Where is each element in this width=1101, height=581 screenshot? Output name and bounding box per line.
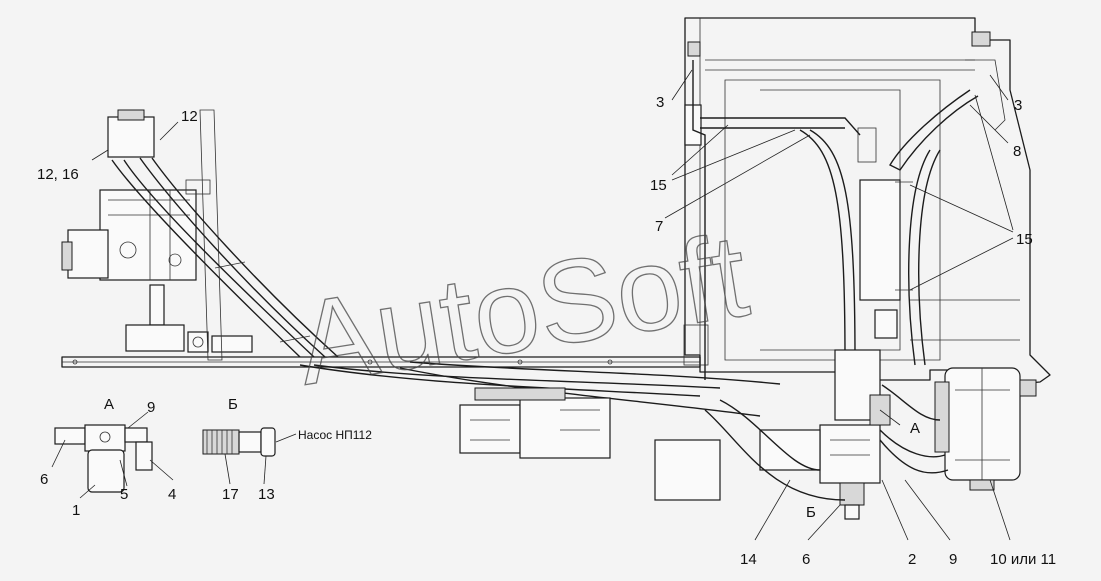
label-1: 1 — [72, 502, 80, 519]
mark-a: А — [910, 420, 920, 437]
label-9-view: 9 — [147, 399, 155, 416]
mark-b: Б — [806, 504, 816, 521]
label-6-view: 6 — [40, 471, 48, 488]
pump-hoses — [111, 157, 339, 358]
label-13: 13 — [258, 486, 275, 503]
oil-tank — [934, 367, 1037, 491]
label-3-left: 3 — [656, 94, 664, 111]
pump-label: Насос НП112 — [298, 428, 372, 442]
view-a-inset — [54, 424, 153, 493]
label-14: 14 — [740, 551, 757, 568]
label-12: 12 — [181, 108, 198, 125]
label-15-left: 15 — [650, 177, 667, 194]
label-4: 4 — [168, 486, 176, 503]
view-b-title: Б — [228, 396, 238, 413]
cab-frame — [683, 17, 1051, 386]
label-5: 5 — [120, 486, 128, 503]
center-tank — [459, 387, 721, 501]
label-9-main: 9 — [949, 551, 957, 568]
view-b-inset — [202, 427, 276, 457]
valve-block — [759, 349, 891, 520]
leader-lines — [51, 69, 1014, 541]
label-17: 17 — [222, 486, 239, 503]
lower-hoses — [704, 384, 949, 501]
label-6-main: 6 — [802, 551, 810, 568]
label-8: 8 — [1013, 143, 1021, 160]
view-a-title: А — [104, 396, 114, 413]
label-10-or-11: 10 или 11 — [990, 551, 1056, 568]
label-3-right: 3 — [1014, 97, 1022, 114]
label-7: 7 — [655, 218, 663, 235]
rail-hoses — [299, 361, 781, 417]
pump-assembly — [61, 109, 253, 361]
label-2: 2 — [908, 551, 916, 568]
label-15-right: 15 — [1016, 231, 1033, 248]
label-12-16: 12, 16 — [37, 166, 79, 183]
